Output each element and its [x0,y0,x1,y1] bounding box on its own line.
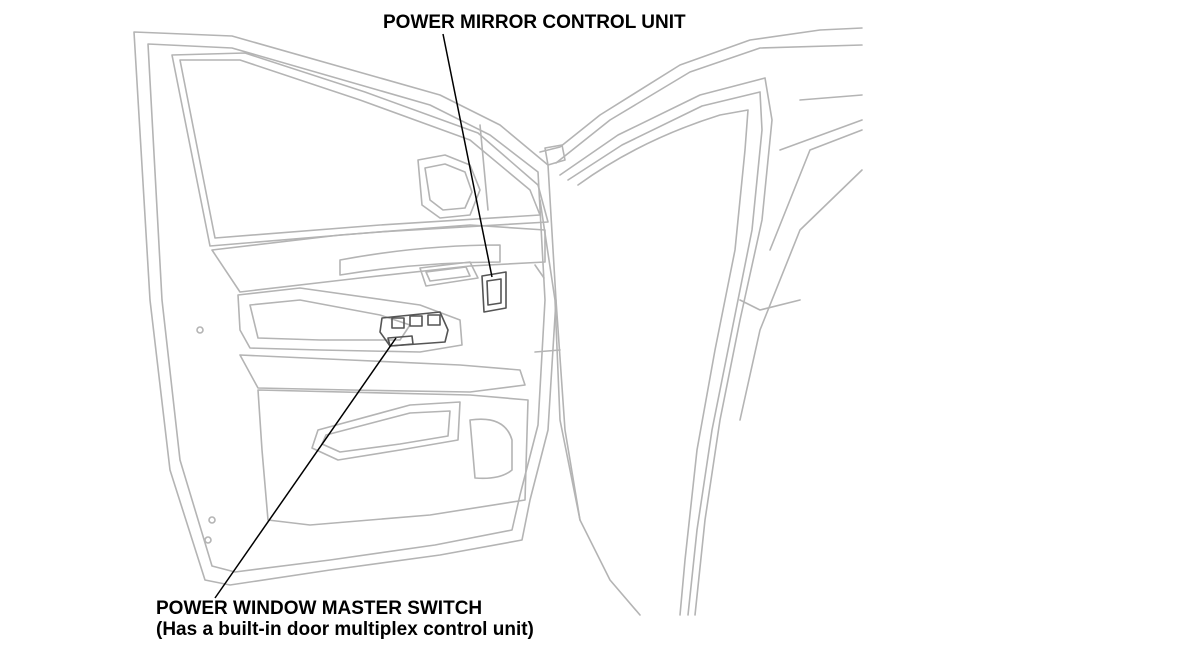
label-power-window-master-switch: POWER WINDOW MASTER SWITCH (Has a built-… [156,598,534,640]
vehicle-body-opening [539,27,863,616]
leader-lines [214,33,493,599]
leader-line-mirror [442,33,493,278]
label-power-window-master-switch-title: POWER WINDOW MASTER SWITCH [156,598,483,619]
leader-line-switch [214,337,397,599]
label-power-mirror-control-unit: POWER MIRROR CONTROL UNIT [383,12,686,33]
power-mirror-control-unit [481,271,507,313]
label-power-window-master-switch-note: (Has a built-in door multiplex control u… [156,619,534,640]
front-door [133,31,561,586]
power-window-master-switch [379,311,449,347]
